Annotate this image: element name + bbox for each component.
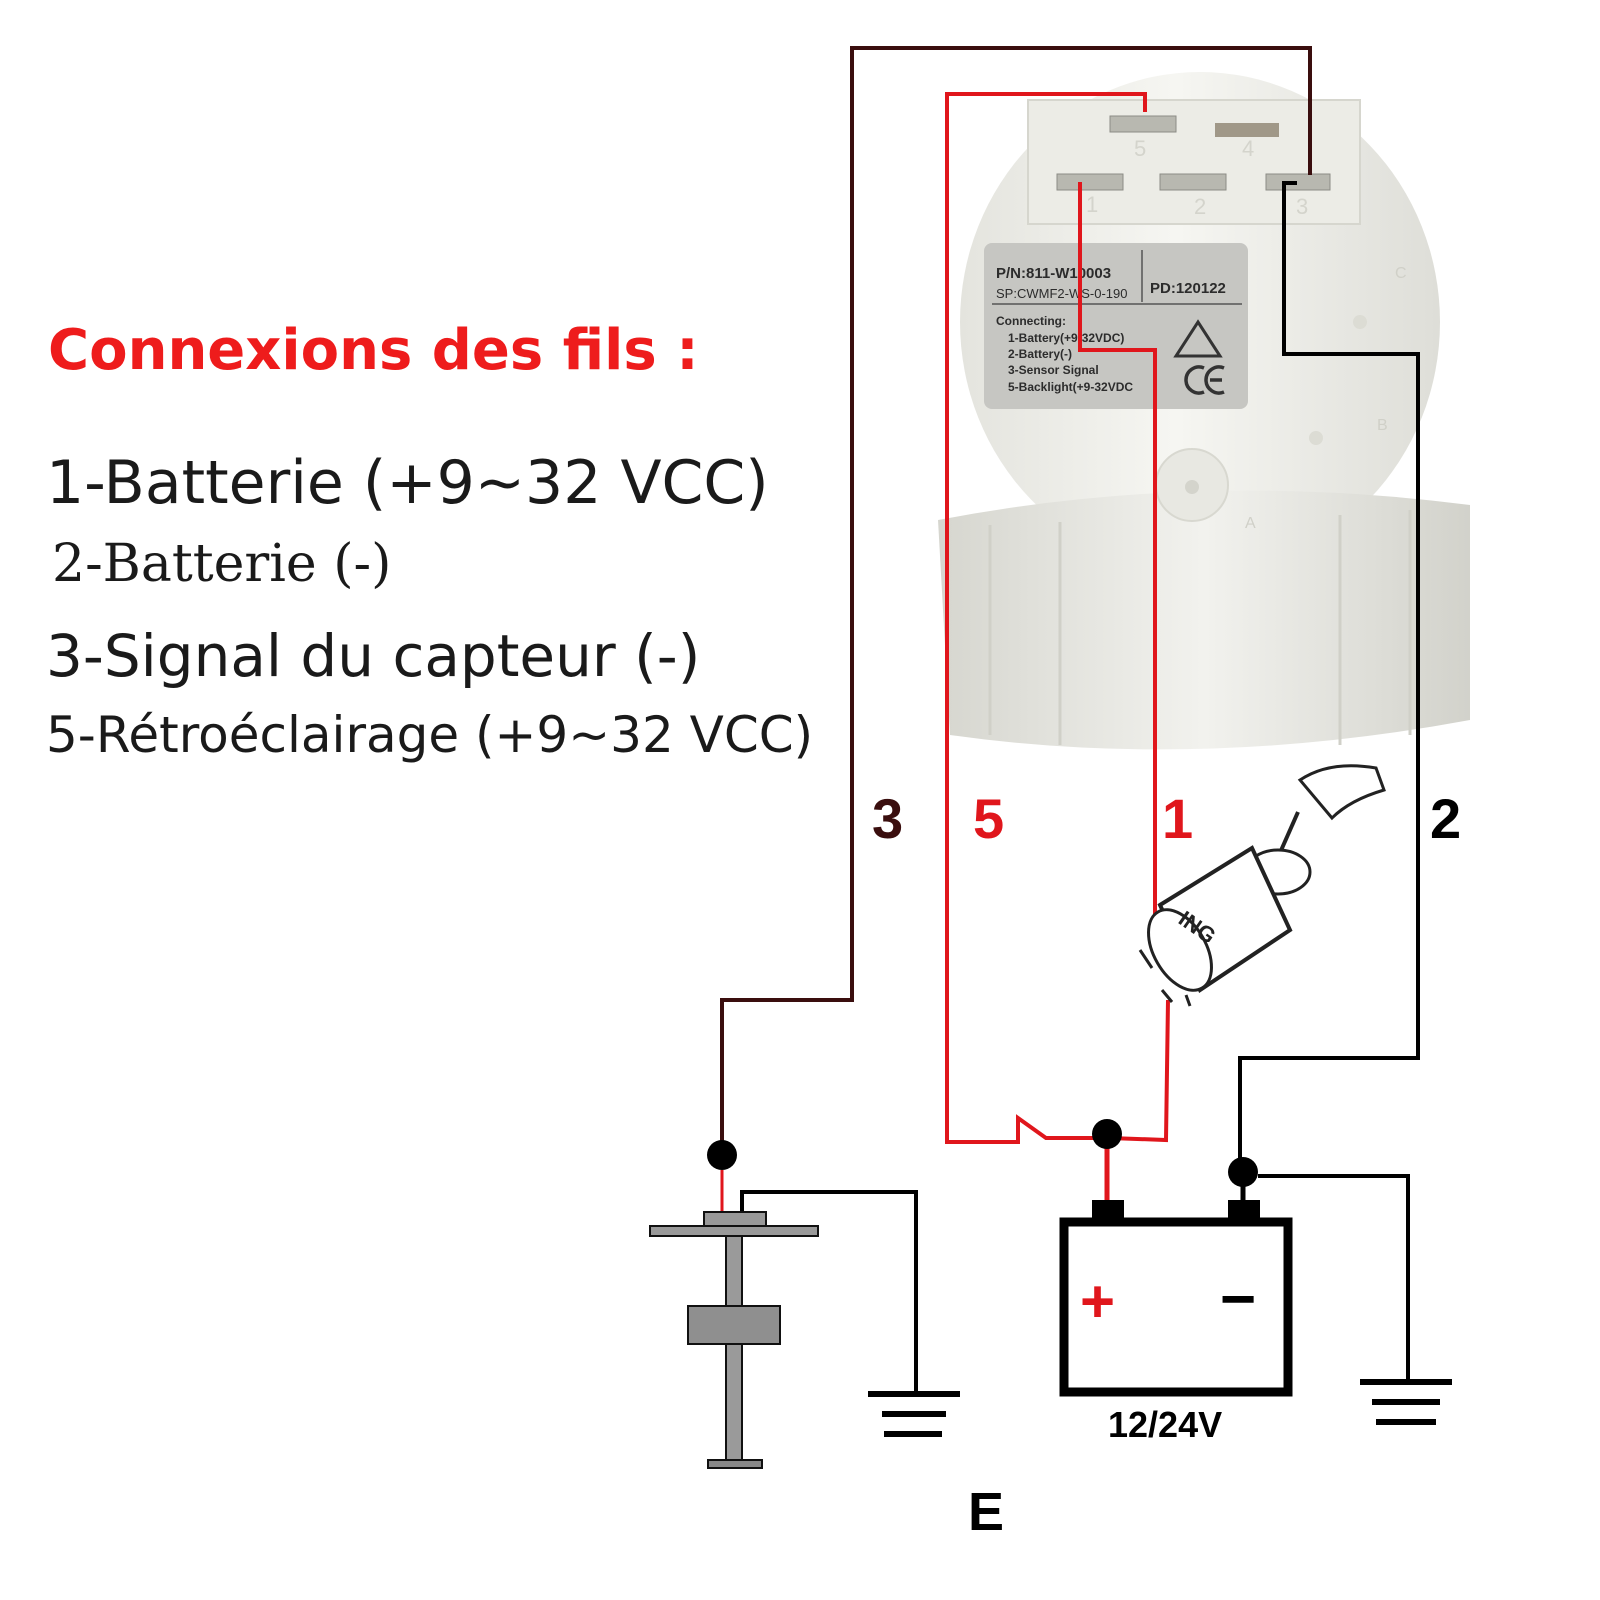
label-pn: P/N:811-W10003 [996,265,1111,282]
pin-4 [1215,123,1279,137]
pin-label-1: 1 [1086,192,1098,217]
pin-label-3: 3 [1296,194,1308,219]
ce-mark-icon [1184,365,1205,395]
label-line-4: 5-Backlight(+9-32VDC [1008,380,1133,394]
pin-5 [1109,115,1177,133]
pin-1 [1056,173,1124,191]
side-mark-a: A [1245,515,1256,532]
gauge-housing: C B A 5 4 1 2 3 P/N:811-W10003 SP:CWMF2-… [938,72,1470,750]
battery-voltage: 12/24V [1108,1404,1222,1445]
legend-item-2: 2-Batterie (-) [52,534,392,594]
legend-item-3: 3-Signal du capteur (-) [46,622,701,690]
junction-sender [707,1140,737,1170]
side-mark-c: C [1395,265,1407,282]
wire-battery-ground [1258,1174,1410,1382]
recycle-icon [1173,319,1223,358]
mount-hole [1185,480,1199,494]
battery: + − 12/24V [1059,1200,1293,1445]
legend-item-5: 5-Rétroéclairage (+9~32 VCC) [46,706,814,764]
label-line-3: 3-Sensor Signal [1008,363,1099,377]
post-hole-b [1309,431,1323,445]
battery-box [1059,1217,1293,1397]
pin-label-5: 5 [1134,136,1146,161]
side-mark-b: B [1377,417,1388,434]
hand-icon [1297,764,1386,821]
label-pd: PD:120122 [1150,280,1226,297]
gauge-mounting-nut [938,490,1470,750]
pin-label-2: 2 [1194,194,1206,219]
ground-icon-battery [1360,1379,1452,1425]
wire-label-1: 1 [1162,787,1193,850]
fuel-sender [649,1170,918,1469]
sender-label: E [968,1482,1004,1542]
label-plate [984,243,1248,409]
sender-ground-wire [740,1190,918,1394]
ignition-switch: ING [1138,764,1386,1007]
legend-item-1: 1-Batterie (+9~32 VCC) [46,448,769,518]
pin-label-4: 4 [1242,136,1254,161]
battery-minus-symbol: − [1220,1265,1256,1334]
junction-battery-minus [1228,1157,1258,1187]
nut-facets [988,510,1412,745]
connector-block [1027,99,1361,225]
wire-label-3: 3 [872,787,903,850]
battery-plus-symbol: + [1080,1268,1115,1335]
pin-3 [1265,173,1331,191]
ground-icon-sender [868,1391,960,1437]
wire-2-ground [1238,181,1420,1172]
pin-2 [1159,173,1227,191]
wire-3-sensor [720,46,1312,1155]
label-sp: SP:CWMF2-WS-0-190 [996,286,1127,301]
wire-ignition-battery [1109,999,1170,1143]
sender-float [687,1305,781,1345]
post-hole-c [1353,315,1367,329]
label-line-2: 2-Battery(-) [1008,347,1072,361]
wire-1-battery [1078,182,1157,935]
heading: Connexions des fils : [48,318,699,383]
junction-battery-plus [1092,1119,1122,1149]
label-connecting: Connecting: [996,314,1066,328]
sender-flange [649,1225,819,1237]
wire-label-2: 2 [1430,787,1461,850]
wire-label-5: 5 [973,787,1004,850]
wire-5-backlight [945,92,1147,1144]
sender-tube [725,1235,743,1463]
label-line-1: 1-Battery(+9-32VDC) [1008,331,1124,345]
